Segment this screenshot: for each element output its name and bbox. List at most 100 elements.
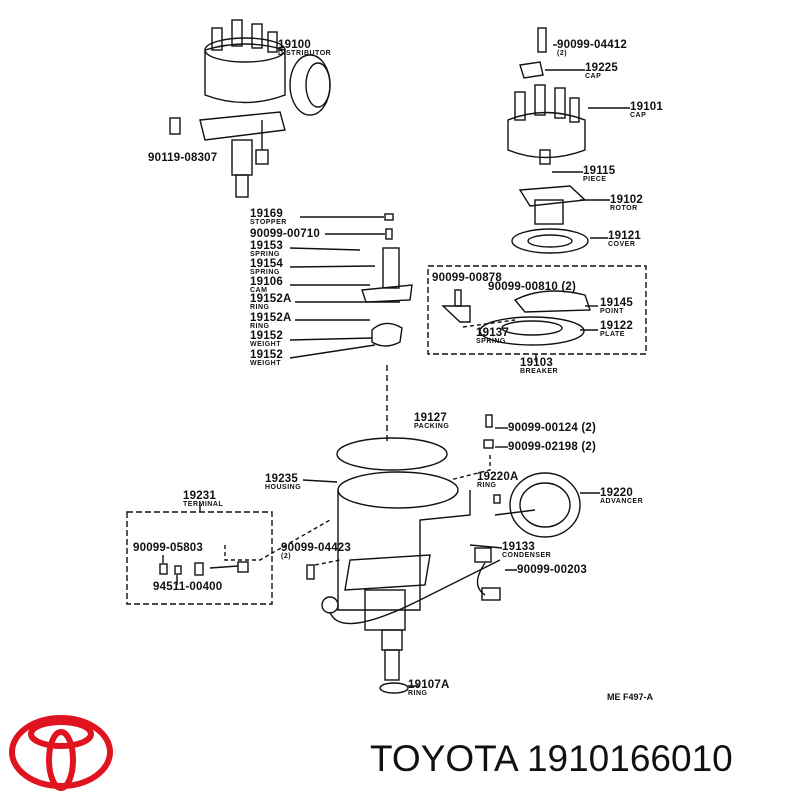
part-number-label: 19121 <box>608 230 641 242</box>
part-number-label: 90099-04423 <box>281 542 351 554</box>
part-number-label: 19137 <box>476 327 509 339</box>
part-description-label: WEIGHT <box>250 341 281 348</box>
breaker-group-box <box>427 265 647 355</box>
part-description-label: RING <box>250 323 270 330</box>
part-description-label: PLATE <box>600 331 625 338</box>
cap-assembly-drawing <box>507 27 630 254</box>
part-label: 90119-08307 <box>148 152 218 164</box>
cam-governor-drawing <box>289 213 413 359</box>
part-number-label: 19225 <box>585 62 618 74</box>
part-description-label: ROTOR <box>610 205 638 212</box>
part-label: 90099-00124 (2) <box>508 422 597 434</box>
part-description-label: CAM <box>250 287 268 294</box>
part-number-label: 90119-08307 <box>148 152 218 164</box>
part-description-label: COVER <box>608 241 636 248</box>
part-number-label: 19106 <box>250 276 283 288</box>
part-number-label: 19101 <box>630 101 663 113</box>
part-description-label: STOPPER <box>250 219 287 226</box>
part-number-label: 90099-02198 (2) <box>508 441 597 453</box>
distributor-assembly-drawing <box>169 19 331 198</box>
part-number-label: 19127 <box>414 412 447 424</box>
breaker-drawing <box>441 289 598 362</box>
part-description-label: RING <box>408 690 428 697</box>
part-label: 90099-00203 <box>517 564 587 576</box>
part-number-label: 19154 <box>250 258 283 270</box>
part-number-label: 19152A <box>250 312 292 324</box>
part-label: 90099-04423(2) <box>281 542 351 561</box>
part-number-label: 19100 <box>278 39 311 51</box>
part-description-label: WEIGHT <box>250 360 281 367</box>
part-number-label: 94511-00400 <box>153 581 223 593</box>
part-label: 90099-02198 (2) <box>508 441 597 453</box>
part-description-label: SPRING <box>250 251 280 258</box>
part-description-label: BREAKER <box>520 368 559 375</box>
part-number-label: 19145 <box>600 297 633 309</box>
part-number-label: 19220A <box>477 471 519 483</box>
part-label: 90099-00810 (2) <box>488 281 577 293</box>
part-number-label: 90099-00203 <box>517 564 587 576</box>
part-number-label: 19122 <box>600 320 633 332</box>
part-description-label: (2) <box>557 50 568 57</box>
part-number-label: 90099-05803 <box>133 542 203 554</box>
part-label: 90099-04412(2) <box>557 39 627 58</box>
part-number-label: 19152 <box>250 330 283 342</box>
part-description-label: POINT <box>600 308 624 315</box>
part-number-label: 90099-00710 <box>250 228 320 240</box>
part-description-label: PACKING <box>414 423 450 430</box>
toyota-logo <box>9 715 113 791</box>
part-description-label: DISTRIBUTOR <box>278 50 332 57</box>
part-number-label: 19153 <box>250 240 283 252</box>
part-number-label: 19220 <box>600 487 633 499</box>
part-number-label: 19152 <box>250 349 283 361</box>
part-description-label: RING <box>477 482 497 489</box>
part-description-label: (2) <box>281 553 292 560</box>
part-label: 90099-05803 <box>133 542 203 554</box>
part-description-label: PIECE <box>583 176 607 183</box>
part-number-label: 90099-00124 (2) <box>508 422 597 434</box>
drawing-code: ME F497-A <box>607 692 654 702</box>
brand-name: TOYOTA <box>370 738 517 779</box>
part-number-label: 19107A <box>408 679 450 691</box>
part-description-label: TERMINAL <box>183 501 224 508</box>
part-caption: TOYOTA 1910166010 <box>370 738 733 780</box>
part-number: 1910166010 <box>526 738 733 779</box>
part-number-label: 19103 <box>520 357 553 369</box>
part-description-label: SPRING <box>250 269 280 276</box>
part-number-label: 90099-04412 <box>557 39 627 51</box>
part-description-label: CONDENSER <box>502 552 552 559</box>
part-description-label: RING <box>250 304 270 311</box>
part-description-label: SPRING <box>476 338 506 345</box>
part-number-label: 90099-00810 (2) <box>488 281 577 293</box>
part-number-label: 90099-00878 <box>432 272 502 284</box>
part-number-label: 19115 <box>583 165 616 177</box>
part-number-label: 19102 <box>610 194 643 206</box>
part-description-label: CAP <box>585 73 602 80</box>
part-number-label: 19169 <box>250 208 283 220</box>
housing-drawing <box>126 414 600 694</box>
part-number-label: 19231 <box>183 490 216 502</box>
part-label: 90099-00878 <box>432 272 502 284</box>
part-description-label: ADVANCER <box>600 498 644 505</box>
